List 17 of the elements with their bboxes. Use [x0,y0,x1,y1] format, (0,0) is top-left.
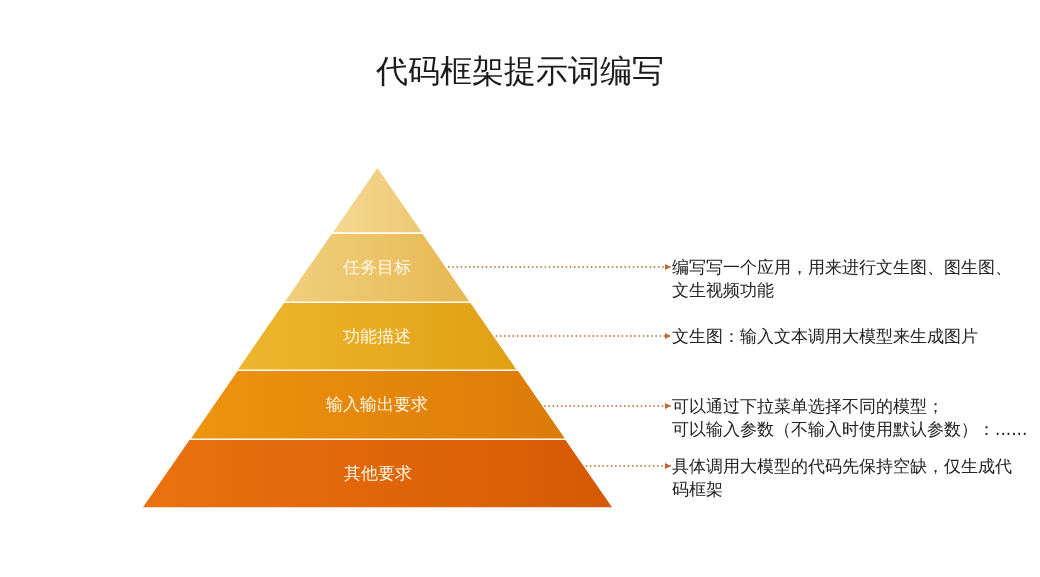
description-text: 可以输入参数（不输入时使用默认参数）：...... [672,417,1028,441]
slide-title: 代码框架提示词编写 [376,52,664,90]
description-text: 编写写一个应用，用来进行文生图、图生图、文生视频功能 [672,255,1013,302]
dotted-arrow [543,403,672,409]
tier-label: 任务目标 [343,257,412,278]
dotted-arrow [495,333,672,339]
pyramid-tier [143,439,612,507]
description-text: 可以通过下拉菜单选择不同的模型； [672,394,944,418]
pyramid-tier [190,370,565,439]
pyramid-tier [238,302,517,370]
description-text: 文生图：输入文本调用大模型来生成图片 [672,324,979,348]
tier-label: 其他要求 [343,463,412,484]
description-text: 具体调用大模型的代码先保持空缺，仅生成代码框架 [672,454,1013,501]
dotted-arrow [584,463,672,469]
dotted-arrow [447,264,672,270]
tier-label: 输入输出要求 [326,394,429,415]
tier-label: 功能描述 [343,326,412,346]
